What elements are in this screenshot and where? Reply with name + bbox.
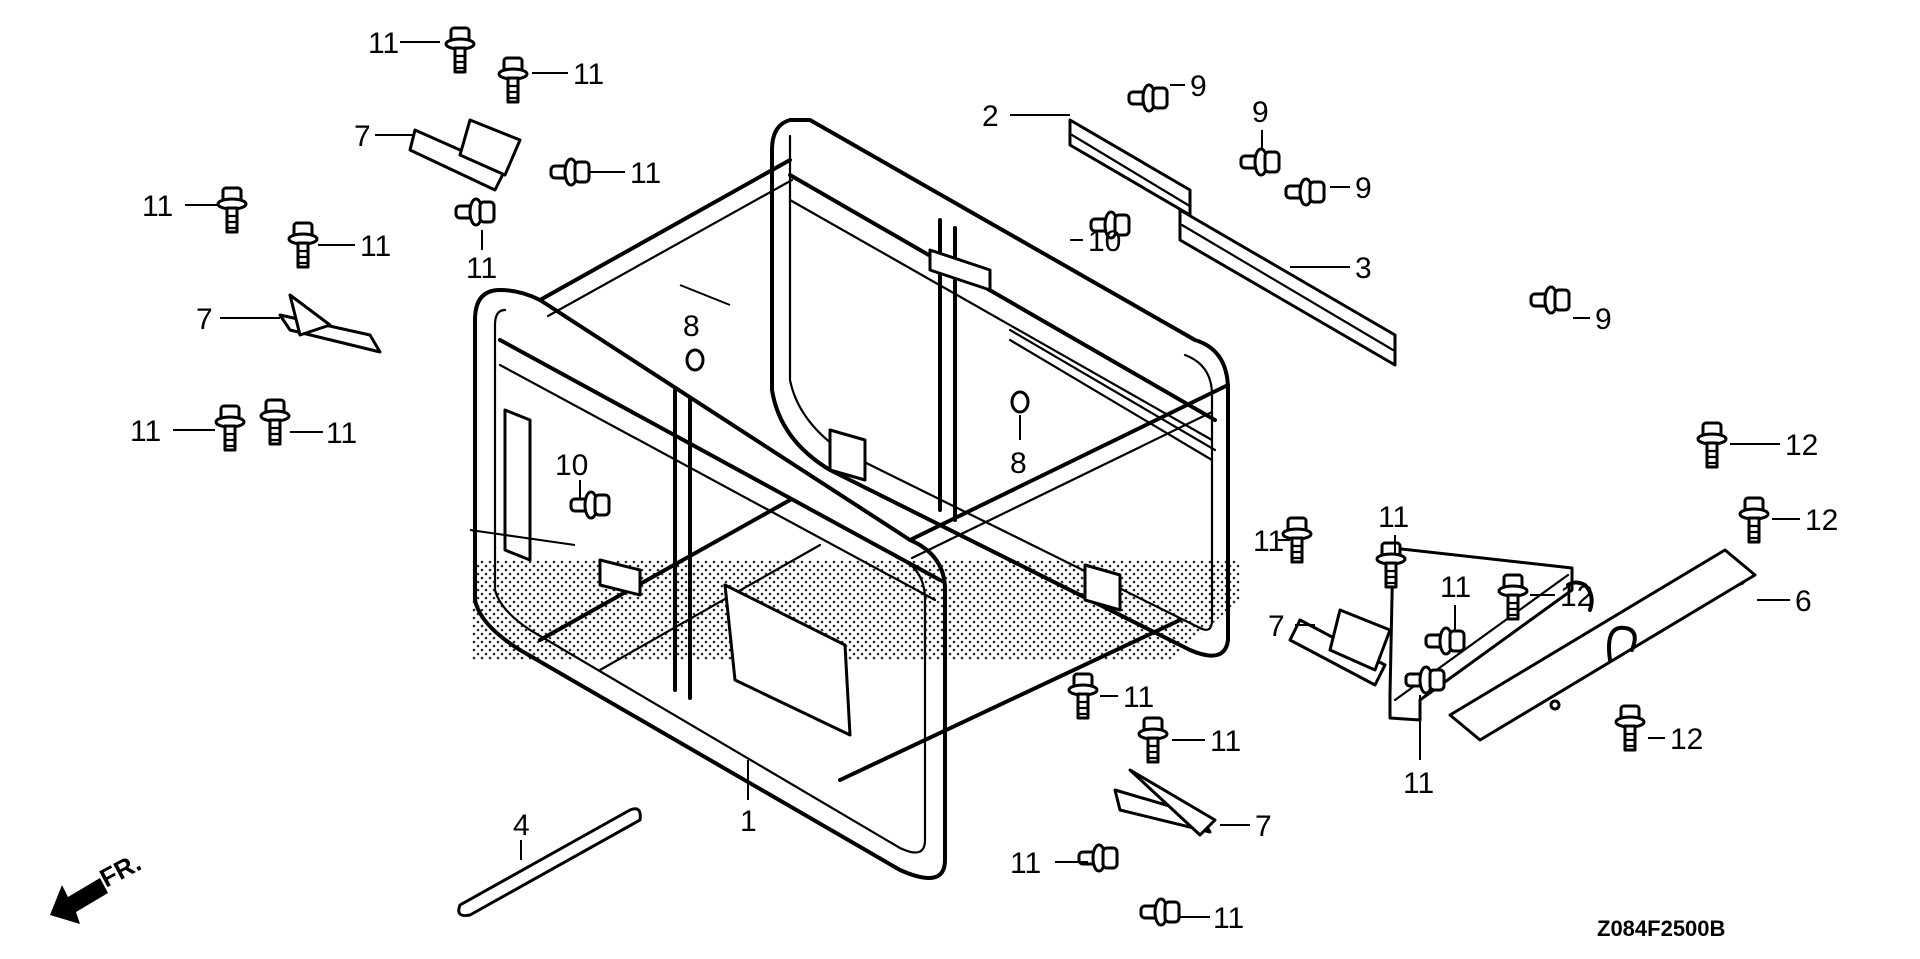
callout-9: 9 (1252, 96, 1269, 129)
front-arrow-icon (50, 878, 108, 924)
callout-12: 12 (1560, 580, 1593, 613)
rail-part-2 (1068, 118, 1192, 217)
callout-9: 9 (1595, 303, 1612, 336)
callout-11: 11 (130, 415, 161, 448)
callout-11: 11 (630, 157, 661, 190)
collar-8-a (685, 348, 705, 372)
callout-11: 11 (368, 27, 399, 60)
bracket-7-bottom (1113, 768, 1217, 837)
callout-10: 10 (555, 449, 588, 482)
callout-7: 7 (1268, 610, 1285, 643)
callout-4: 4 (513, 809, 530, 842)
callout-8: 8 (1010, 447, 1027, 480)
callout-11: 11 (1253, 525, 1284, 558)
callout-6: 6 (1795, 585, 1812, 618)
callout-9: 9 (1190, 70, 1207, 103)
callout-8: 8 (683, 310, 700, 343)
callout-11: 11 (1123, 681, 1154, 714)
callout-11: 11 (573, 58, 604, 91)
support-bar-hook (1607, 625, 1637, 662)
callout-7: 7 (196, 303, 213, 336)
callout-11: 11 (1010, 847, 1041, 880)
callout-labels: 11 11 7 11 11 11 11 7 11 11 2 9 9 9 10 3… (130, 27, 1838, 935)
callout-12: 12 (1670, 723, 1703, 756)
bracket-7-top-left (408, 118, 522, 192)
callout-7: 7 (354, 120, 371, 153)
callout-11: 11 (360, 230, 391, 263)
callout-11: 11 (1213, 902, 1244, 935)
floor-shading (472, 560, 1240, 660)
front-direction-indicator: FR. (50, 847, 146, 924)
drawing-code: Z084F2500B (1597, 916, 1725, 941)
callout-11: 11 (142, 190, 173, 223)
callout-2: 2 (982, 100, 999, 133)
callout-11: 11 (1403, 767, 1434, 800)
callout-11: 11 (1440, 571, 1471, 604)
callout-1: 1 (740, 805, 757, 838)
leader-lines (173, 41, 1800, 918)
callout-11: 11 (1378, 501, 1409, 534)
callout-9: 9 (1355, 172, 1372, 205)
bracket-7-right (1288, 608, 1392, 687)
main-frame (473, 118, 1230, 880)
collar-8-b (1010, 390, 1030, 414)
bracket-7-left (278, 293, 382, 354)
callout-11: 11 (1210, 725, 1241, 758)
callout-11: 11 (326, 417, 357, 450)
callout-12: 12 (1805, 504, 1838, 537)
callout-3: 3 (1355, 252, 1372, 285)
support-bar-body (1448, 548, 1757, 742)
callout-7: 7 (1255, 810, 1272, 843)
handle-grip-part (457, 807, 642, 917)
callout-12: 12 (1785, 429, 1818, 462)
rail-part-3 (1178, 208, 1397, 367)
callout-11: 11 (466, 252, 497, 285)
callout-10: 10 (1088, 225, 1121, 258)
